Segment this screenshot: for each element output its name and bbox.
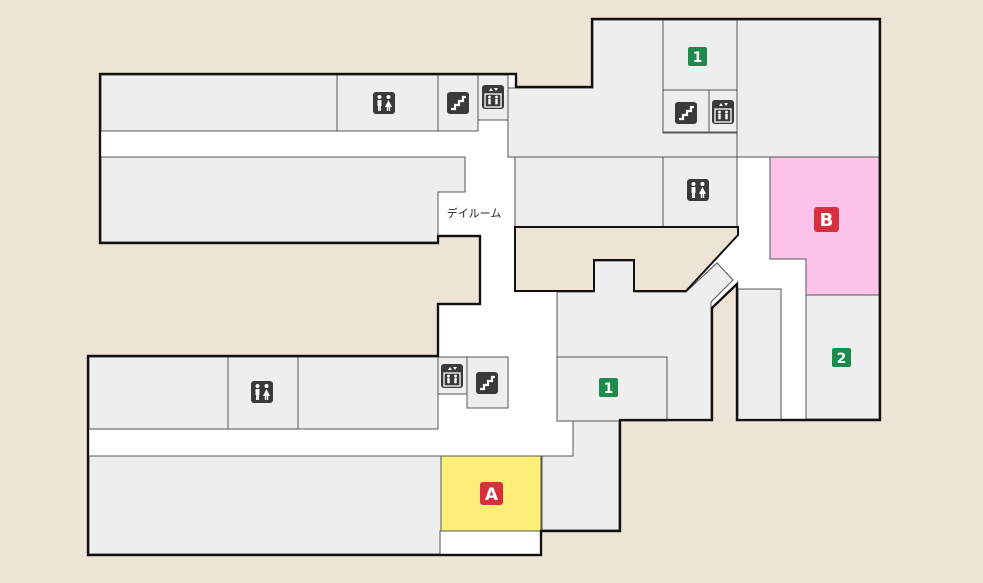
room-1-mid-label: 1 [604, 381, 614, 397]
room-west-lower-a [88, 356, 229, 430]
room-1-top-label: 1 [693, 50, 703, 66]
zone-b-badge[interactable] [814, 207, 839, 232]
zone-b-label: B [820, 210, 834, 231]
restroom-icon [687, 179, 709, 201]
dayroom-label: デイルーム [447, 206, 502, 220]
stairs-icon [445, 90, 471, 116]
room-2-label: 2 [837, 351, 847, 367]
room-1-mid-badge [599, 378, 618, 397]
room-top-left-wing [100, 74, 338, 132]
floor-outline-wall [86, 17, 882, 557]
stairs-icon [673, 100, 699, 126]
zone-badges: A B 1 1 2 [480, 47, 851, 505]
restroom-icon [373, 92, 395, 114]
elevator-icon [440, 363, 464, 389]
room-northeast [736, 19, 880, 158]
floor-plan [86, 17, 882, 557]
zone-a-badge[interactable] [480, 482, 503, 505]
room-south-west [88, 455, 442, 555]
room-center-north [514, 156, 664, 228]
elevator-icon [481, 84, 505, 110]
room-2-badge [832, 348, 851, 367]
restroom-icon [251, 381, 273, 403]
elevator-icon [711, 99, 735, 125]
courtyard-void [514, 226, 739, 292]
zone-a-label: A [485, 485, 499, 505]
stairs-icon [474, 370, 500, 396]
room-west-lower-b [297, 356, 439, 430]
room-1-top-badge [688, 47, 707, 66]
room-east-narrow [737, 288, 782, 421]
room-west-upper [100, 156, 466, 243]
